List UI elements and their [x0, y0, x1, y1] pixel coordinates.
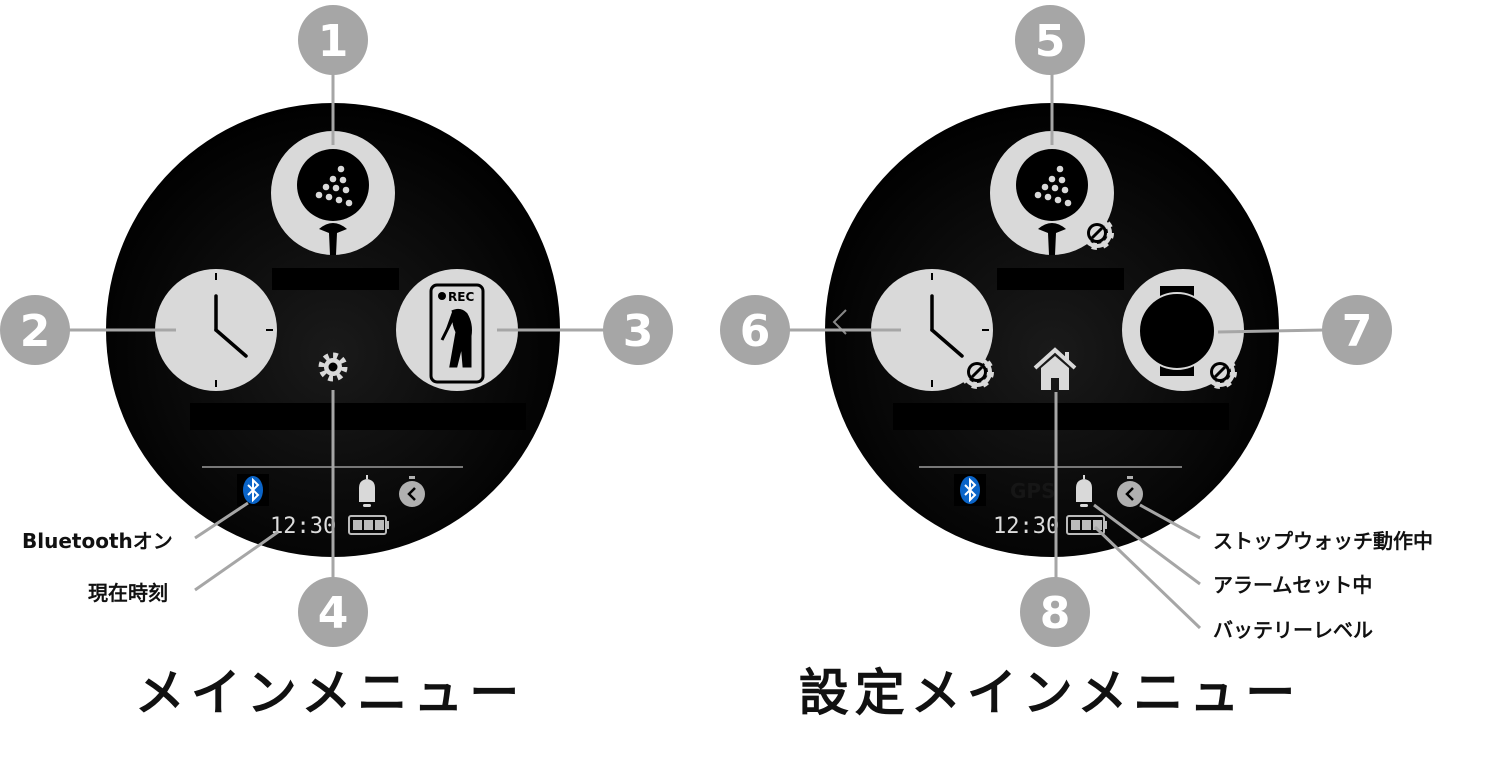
stopwatch-running-label: ストップウォッチ動作中 [1213, 529, 1433, 553]
main-menu-watch: REC 12:30 [106, 103, 560, 557]
label-bar [893, 403, 1229, 430]
badge-7: 7 [1322, 295, 1392, 365]
current-time-label: 現在時刻 [88, 581, 168, 605]
badge-1: 1 [298, 5, 368, 75]
bluetooth-icon [953, 473, 987, 507]
badge-8: 8 [1020, 577, 1090, 647]
svg-text:6: 6 [740, 306, 771, 357]
svg-text:8: 8 [1040, 588, 1071, 639]
svg-text:5: 5 [1035, 16, 1066, 67]
badge-5: 5 [1015, 5, 1085, 75]
battery-level-label: バッテリーレベル [1213, 618, 1373, 642]
svg-text:4: 4 [318, 588, 349, 639]
bluetooth-icon [236, 473, 270, 507]
badge-2: 2 [0, 295, 70, 365]
settings-callouts: 5 6 7 8 ストップウォッチ動作中 アラームセット中 バッテリーレベル [720, 5, 1433, 647]
badge-4: 4 [298, 577, 368, 647]
rec-label: REC [448, 290, 474, 304]
gear-badge-icon [964, 359, 990, 385]
golf-ball-icon[interactable] [271, 131, 395, 255]
bluetooth-on-label: Bluetoothオン [22, 529, 173, 553]
alarm-set-label: アラームセット中 [1213, 573, 1372, 597]
watch-screen [825, 103, 1279, 557]
label-bar [997, 268, 1124, 290]
settings-menu-title: 設定メインメニュー [799, 664, 1302, 722]
swing-record-icon[interactable]: REC [396, 269, 518, 391]
badge-3: 3 [603, 295, 673, 365]
watch-screen [106, 103, 560, 557]
main-menu-title: メインメニュー [135, 664, 526, 722]
svg-text:2: 2 [20, 306, 51, 357]
home-icon[interactable] [1033, 347, 1077, 390]
svg-text:3: 3 [623, 306, 654, 357]
settings-menu-watch: GPS 12:30 [825, 103, 1279, 557]
gear-badge-icon [1207, 359, 1233, 385]
current-time: 12:30 [270, 514, 336, 539]
gear-badge-icon [1084, 220, 1110, 246]
main-callouts: 1 2 3 4 Bluetoothオン 現在時刻 [0, 5, 673, 647]
svg-text:1: 1 [318, 16, 349, 67]
badge-6: 6 [720, 295, 790, 365]
label-bar [190, 403, 526, 430]
gps-indicator: GPS [1010, 479, 1055, 503]
current-time: 12:30 [993, 514, 1059, 539]
svg-text:7: 7 [1342, 306, 1373, 357]
label-bar [272, 268, 399, 290]
